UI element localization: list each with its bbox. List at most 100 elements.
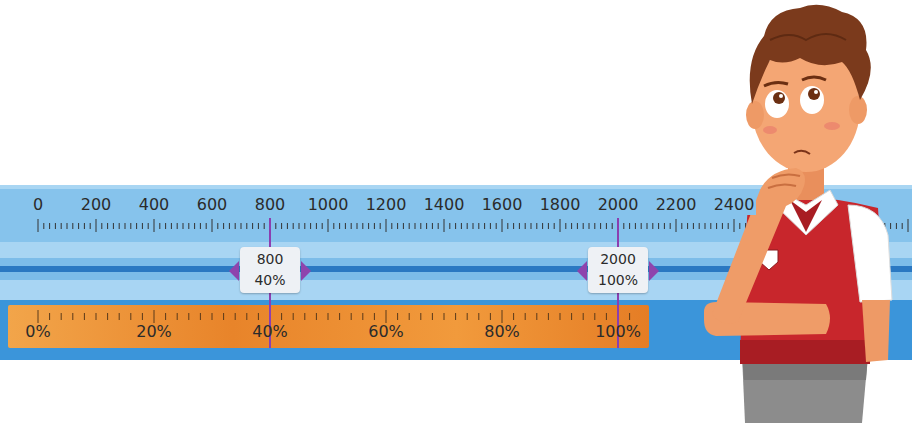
tick-mark: [560, 219, 561, 232]
tick-mark: [84, 313, 85, 320]
tick-mark: [513, 223, 514, 229]
tick-mark: [154, 310, 155, 323]
tick-mark: [119, 313, 120, 320]
tick-mark: [246, 313, 247, 320]
tick-mark: [223, 223, 224, 229]
tick-mark: [647, 223, 648, 229]
tick-mark: [142, 223, 143, 229]
tick-mark: [670, 223, 671, 229]
tick-mark: [171, 223, 172, 229]
tick-mark: [142, 313, 143, 320]
tick-mark: [43, 223, 44, 229]
tick-mark: [531, 223, 532, 229]
thinking-boy-illustration: [704, 5, 892, 423]
tick-mark: [246, 223, 247, 229]
value-text: 2000: [594, 249, 642, 270]
scale-number: 600: [195, 195, 230, 215]
tick-mark: [896, 223, 897, 229]
tick-mark: [252, 223, 253, 229]
tick-mark: [571, 313, 572, 320]
tick-mark: [565, 223, 566, 229]
tick-mark: [583, 313, 584, 320]
percent-label: 20%: [136, 322, 172, 342]
tick-mark: [362, 223, 363, 229]
tick-mark: [212, 219, 213, 232]
tick-mark: [299, 223, 300, 229]
scale-number: 1400: [422, 195, 467, 215]
tick-mark: [449, 223, 450, 229]
tick-mark: [281, 313, 282, 320]
tick-mark: [374, 313, 375, 320]
tick-mark: [681, 223, 682, 229]
tick-mark: [316, 313, 317, 320]
tick-mark: [606, 313, 607, 320]
tick-mark: [136, 223, 137, 229]
tick-mark: [183, 223, 184, 229]
scale-number: 2200: [654, 195, 699, 215]
tick-mark: [426, 223, 427, 229]
tick-mark: [107, 223, 108, 229]
tick-mark: [403, 223, 404, 229]
percent-label: 0%: [25, 322, 50, 342]
tick-mark: [502, 310, 503, 323]
tick-mark: [432, 223, 433, 229]
tick-mark: [362, 313, 363, 320]
percent-ruler: [8, 305, 649, 348]
tick-mark: [473, 223, 474, 229]
tick-mark: [235, 313, 236, 320]
tick-mark: [38, 219, 39, 232]
tick-mark: [467, 223, 468, 229]
tick-mark: [328, 313, 329, 320]
tick-mark: [502, 219, 503, 232]
tick-mark: [577, 223, 578, 229]
tick-mark: [705, 223, 706, 229]
tick-mark: [322, 223, 323, 229]
tick-mark: [490, 223, 491, 229]
tick-mark: [159, 223, 160, 229]
tick-mark: [67, 223, 68, 229]
tick-mark: [536, 223, 537, 229]
tick-mark: [258, 313, 259, 320]
tick-mark: [177, 313, 178, 320]
tick-mark: [623, 223, 624, 229]
tick-mark: [223, 313, 224, 320]
tick-mark: [589, 223, 590, 229]
tick-mark: [351, 223, 352, 229]
tick-mark: [293, 313, 294, 320]
tick-mark: [594, 313, 595, 320]
slider-arrow: [301, 261, 311, 281]
tick-mark: [699, 223, 700, 229]
tick-mark: [72, 313, 73, 320]
tick-mark: [467, 313, 468, 320]
tick-mark: [49, 223, 50, 229]
percent-label: 100%: [595, 322, 641, 342]
tick-mark: [444, 313, 445, 320]
scale-number: 1000: [306, 195, 351, 215]
tick-mark: [281, 223, 282, 229]
percent-text: 40%: [246, 270, 294, 291]
tick-mark: [415, 223, 416, 229]
tick-mark: [571, 223, 572, 229]
tick-mark: [316, 223, 317, 229]
tick-mark: [548, 223, 549, 229]
tick-mark: [90, 223, 91, 229]
tick-mark: [890, 223, 891, 229]
tick-mark: [560, 313, 561, 320]
tick-mark: [420, 223, 421, 229]
tick-mark: [49, 313, 50, 320]
tick-mark: [55, 223, 56, 229]
tick-mark: [241, 223, 242, 229]
tick-mark: [119, 223, 120, 229]
tick-mark: [734, 219, 735, 232]
tick-mark: [258, 223, 259, 229]
tick-mark: [200, 223, 201, 229]
tick-mark: [188, 313, 189, 320]
tick-mark: [287, 223, 288, 229]
tick-mark: [84, 223, 85, 229]
tick-mark: [165, 313, 166, 320]
tick-mark: [542, 223, 543, 229]
tick-mark: [165, 223, 166, 229]
tick-mark: [96, 219, 97, 232]
tick-mark: [391, 223, 392, 229]
percent-text: 100%: [594, 270, 642, 291]
